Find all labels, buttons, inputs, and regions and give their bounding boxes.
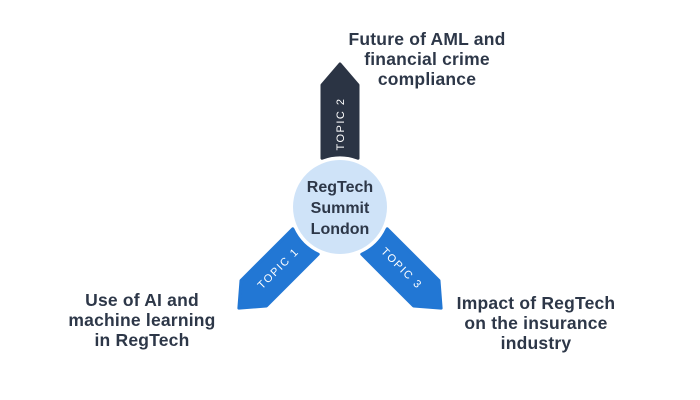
center-label: RegTech Summit London: [306, 179, 374, 238]
topic-2-label: Future of AML and financial crime compli…: [348, 29, 506, 89]
topic-2-arrow: [320, 62, 360, 160]
topic-3-arrow-shape: [360, 227, 443, 310]
topic-3-label: Impact of RegTech on the insurance indus…: [456, 293, 616, 353]
arrow-group: [237, 62, 443, 310]
topic-1-arrow: [237, 227, 320, 310]
topic-2-tag: TOPIC 2: [335, 97, 347, 150]
center-circle: [293, 160, 387, 254]
topic-1-label: Use of AI and machine learning in RegTec…: [68, 290, 216, 350]
topic-1-arrow-shape: [237, 227, 320, 310]
topic-2-arrow-shape: [320, 62, 360, 160]
topic-3-arrow: [360, 227, 443, 310]
